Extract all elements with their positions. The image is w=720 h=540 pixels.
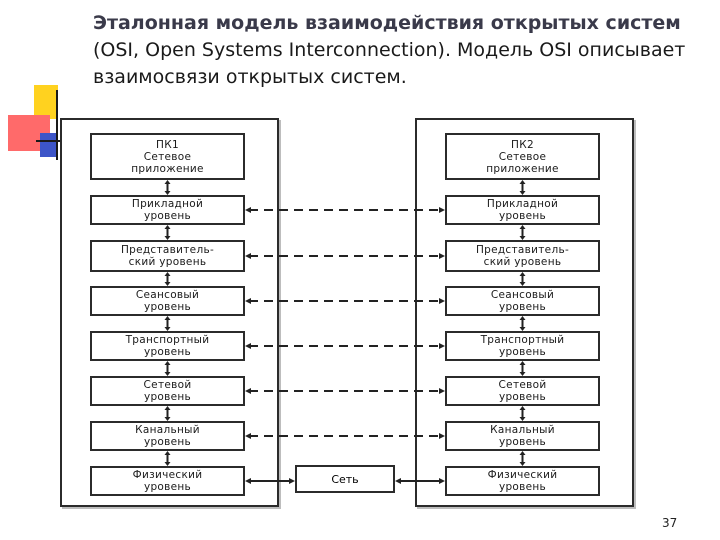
decor-blue-square: [40, 133, 57, 157]
pc2-layer-5: Сетевой уровень: [445, 376, 600, 406]
pc1-layer-3: Сеансовый уровень: [90, 286, 245, 316]
pc2-layer-7: Физический уровень: [445, 466, 600, 496]
page-number: 37: [662, 516, 678, 530]
pc2-layer-0: ПК2 Сетевое приложение: [445, 133, 600, 180]
pc1-layer-7: Физический уровень: [90, 466, 245, 496]
pc2-layer-2: Представитель- ский уровень: [445, 240, 600, 272]
decor-horizontal-line: [36, 140, 82, 142]
decor-vertical-line: [56, 90, 58, 160]
network-box: Сеть: [295, 465, 395, 493]
pc2-layer-1: Прикладной уровень: [445, 195, 600, 225]
pc2-layer-4: Транспортный уровень: [445, 331, 600, 361]
slide-title-rest: (OSI, Open Systems Interconnection). Мод…: [93, 39, 686, 88]
decor-yellow-square: [34, 85, 58, 119]
pc1-layer-4: Транспортный уровень: [90, 331, 245, 361]
pc1-layer-6: Канальный уровень: [90, 421, 245, 451]
network-arrowhead-right: [395, 478, 401, 484]
pc1-layer-2: Представитель- ский уровень: [90, 240, 245, 272]
pc1-layer-1: Прикладной уровень: [90, 195, 245, 225]
pc2-layer-3: Сеансовый уровень: [445, 286, 600, 316]
pc1-layer-5: Сетевой уровень: [90, 376, 245, 406]
pc2-layer-6: Канальный уровень: [445, 421, 600, 451]
slide-title: Эталонная модель взаимодействия открытых…: [93, 10, 693, 91]
pc1-layer-0: ПК1 Сетевое приложение: [90, 133, 245, 180]
slide-title-bold: Эталонная модель взаимодействия открытых…: [93, 12, 681, 34]
